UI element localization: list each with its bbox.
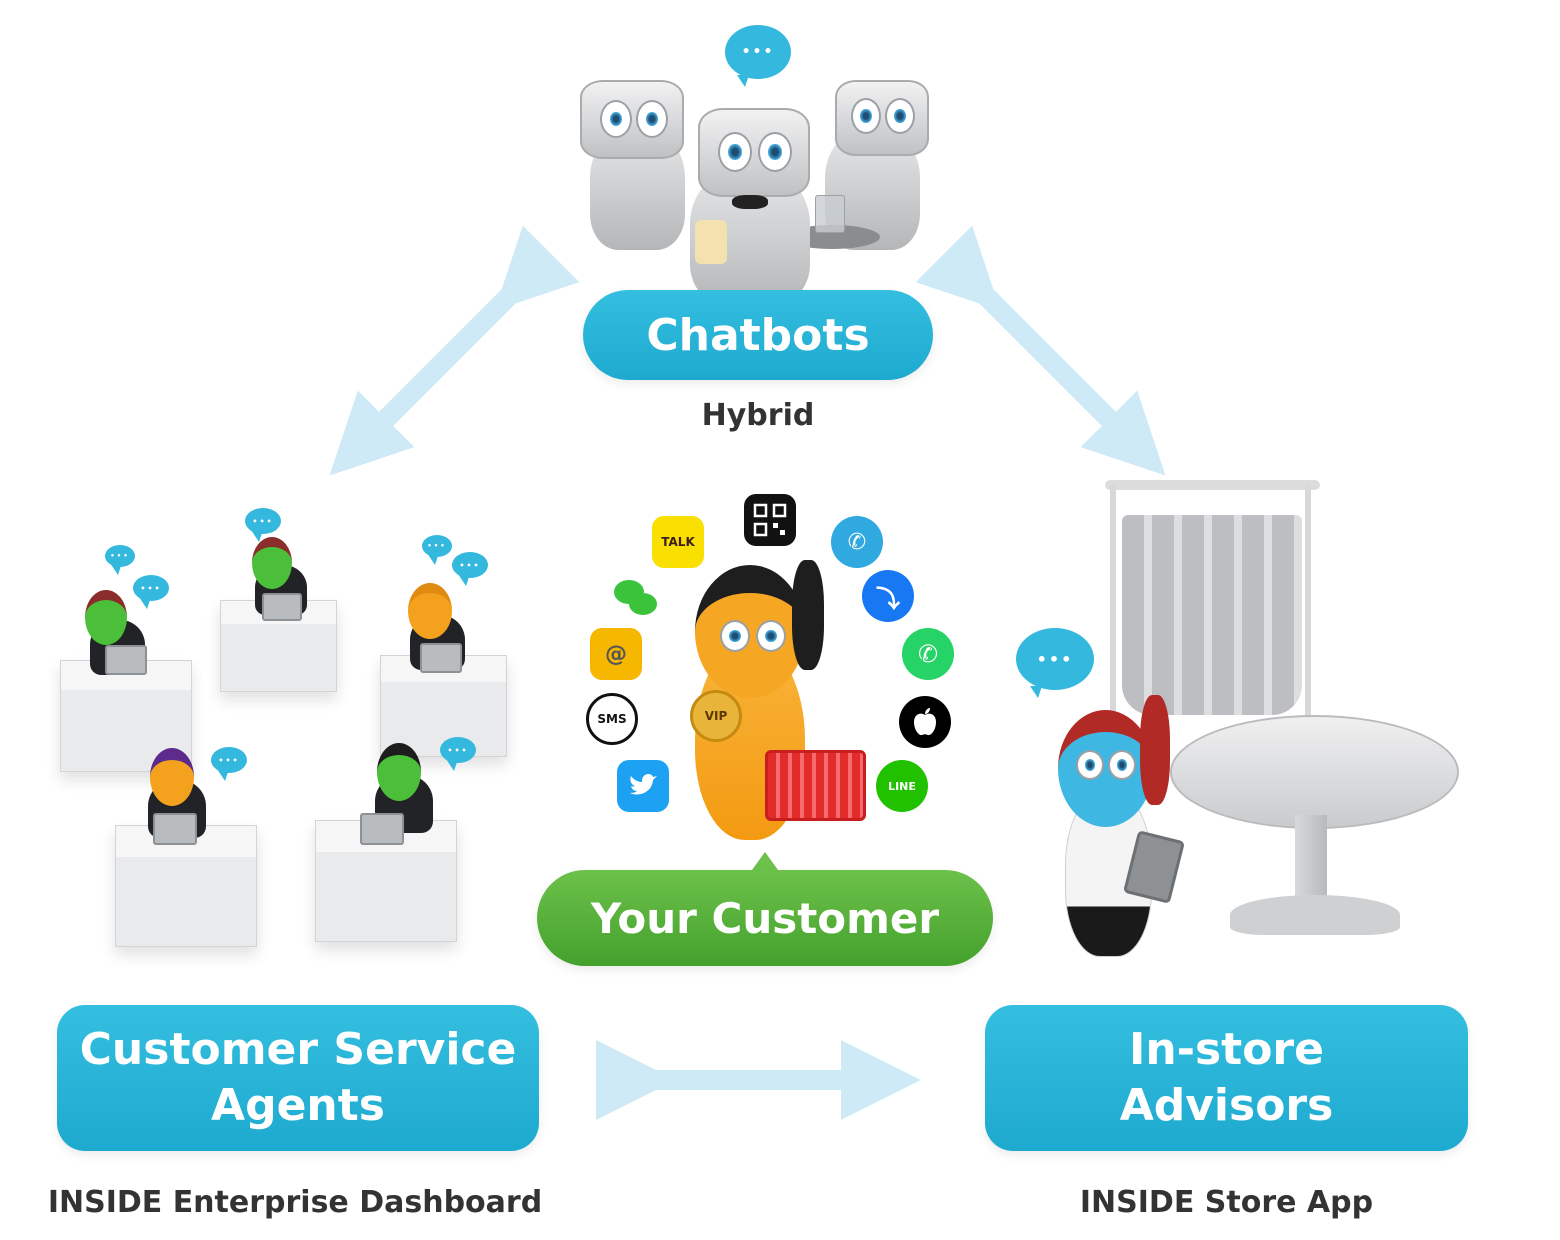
agent-3-head: [408, 583, 452, 639]
advisor-speech-bubble: •••: [1016, 628, 1094, 698]
agent-bubble-7: •••: [440, 737, 476, 771]
chatbots-illustration: [570, 20, 930, 305]
customer-pill: Your Customer: [537, 870, 993, 966]
agent-bubble-2: •••: [133, 575, 169, 609]
hanging-clothes: [1122, 515, 1302, 715]
chatbots-label: Chatbots: [646, 309, 870, 361]
messenger-icon: ⤵: [862, 570, 914, 622]
agent-bubble-4: •••: [422, 535, 452, 565]
customer-eye-left: [720, 620, 750, 652]
agent-5-monitor: [360, 813, 404, 845]
customer-label: Your Customer: [590, 893, 940, 943]
agent-2-head: [252, 537, 292, 589]
twitter-icon: [617, 760, 669, 812]
apple-icon: [899, 696, 951, 748]
qr-code-icon: [744, 494, 796, 546]
advisors-illustration: [1010, 470, 1550, 990]
arrow-chatbots-agents: [329, 225, 580, 476]
kakaotalk-icon: TALK: [652, 516, 704, 568]
glass: [815, 195, 845, 233]
chatbots-speech-bubble: •••: [725, 25, 791, 87]
bow-tie: [732, 195, 768, 209]
customer-ponytail: [792, 560, 824, 670]
agent-3-monitor: [420, 643, 462, 673]
agents-caption: INSIDE Enterprise Dashboard: [47, 1185, 543, 1220]
advisor-eye-left: [1076, 750, 1104, 780]
agents-pill: Customer Service Agents: [57, 1005, 539, 1151]
wechat-icon: [610, 572, 662, 624]
robot-left-head: [580, 80, 684, 159]
advisors-pill: In-store Advisors: [985, 1005, 1468, 1151]
agent-bubble-3: •••: [245, 508, 281, 542]
agents-label-line1: Customer Service: [79, 1024, 517, 1075]
advisor-hair: [1140, 695, 1170, 805]
display-table-top: [1170, 715, 1459, 829]
towel: [695, 220, 727, 264]
advisor-head: [1058, 710, 1153, 827]
chatbots-caption: Hybrid: [701, 398, 815, 433]
agents-label-line2: Agents: [211, 1080, 385, 1131]
email-icon: @: [590, 628, 642, 680]
advisors-label-line2: Advisors: [1119, 1080, 1334, 1131]
line-icon: LINE: [876, 760, 928, 812]
chatbots-pill: Chatbots: [583, 290, 933, 380]
advisors-label-line1: In-store: [1129, 1024, 1324, 1075]
sms-icon: SMS: [586, 693, 638, 745]
customer-illustration: VIP: [680, 555, 880, 855]
arrow-chatbots-advisors: [915, 225, 1166, 476]
advisor-eye-right: [1108, 750, 1136, 780]
clothing-rack: [1105, 480, 1320, 490]
agent-4-head: [150, 748, 194, 806]
agent-desk-4: [115, 825, 257, 947]
customer-pill-pointer: [752, 852, 778, 870]
viber-icon: ✆: [831, 516, 883, 568]
agent-2-monitor: [262, 593, 302, 621]
shopping-basket: [765, 750, 866, 821]
vip-badge-text: VIP: [704, 709, 728, 723]
advisors-caption: INSIDE Store App: [1079, 1185, 1374, 1220]
robot-right-head: [835, 80, 929, 156]
agent-bubble-6: •••: [211, 747, 247, 781]
agent-5-head: [377, 743, 421, 801]
display-table-base: [1230, 895, 1400, 935]
vip-badge: VIP: [690, 690, 742, 742]
display-table-stem: [1295, 815, 1327, 905]
agent-1-monitor: [105, 645, 147, 675]
agent-bubble-5: •••: [452, 552, 488, 586]
agent-bubble-1: •••: [105, 545, 135, 575]
customer-head: [695, 565, 805, 698]
whatsapp-icon: ✆: [902, 628, 954, 680]
robot-center-head: [698, 108, 810, 197]
customer-eye-right: [756, 620, 786, 652]
agent-1-head: [85, 590, 127, 645]
agents-illustration: [20, 495, 540, 985]
agent-4-monitor: [153, 813, 197, 845]
